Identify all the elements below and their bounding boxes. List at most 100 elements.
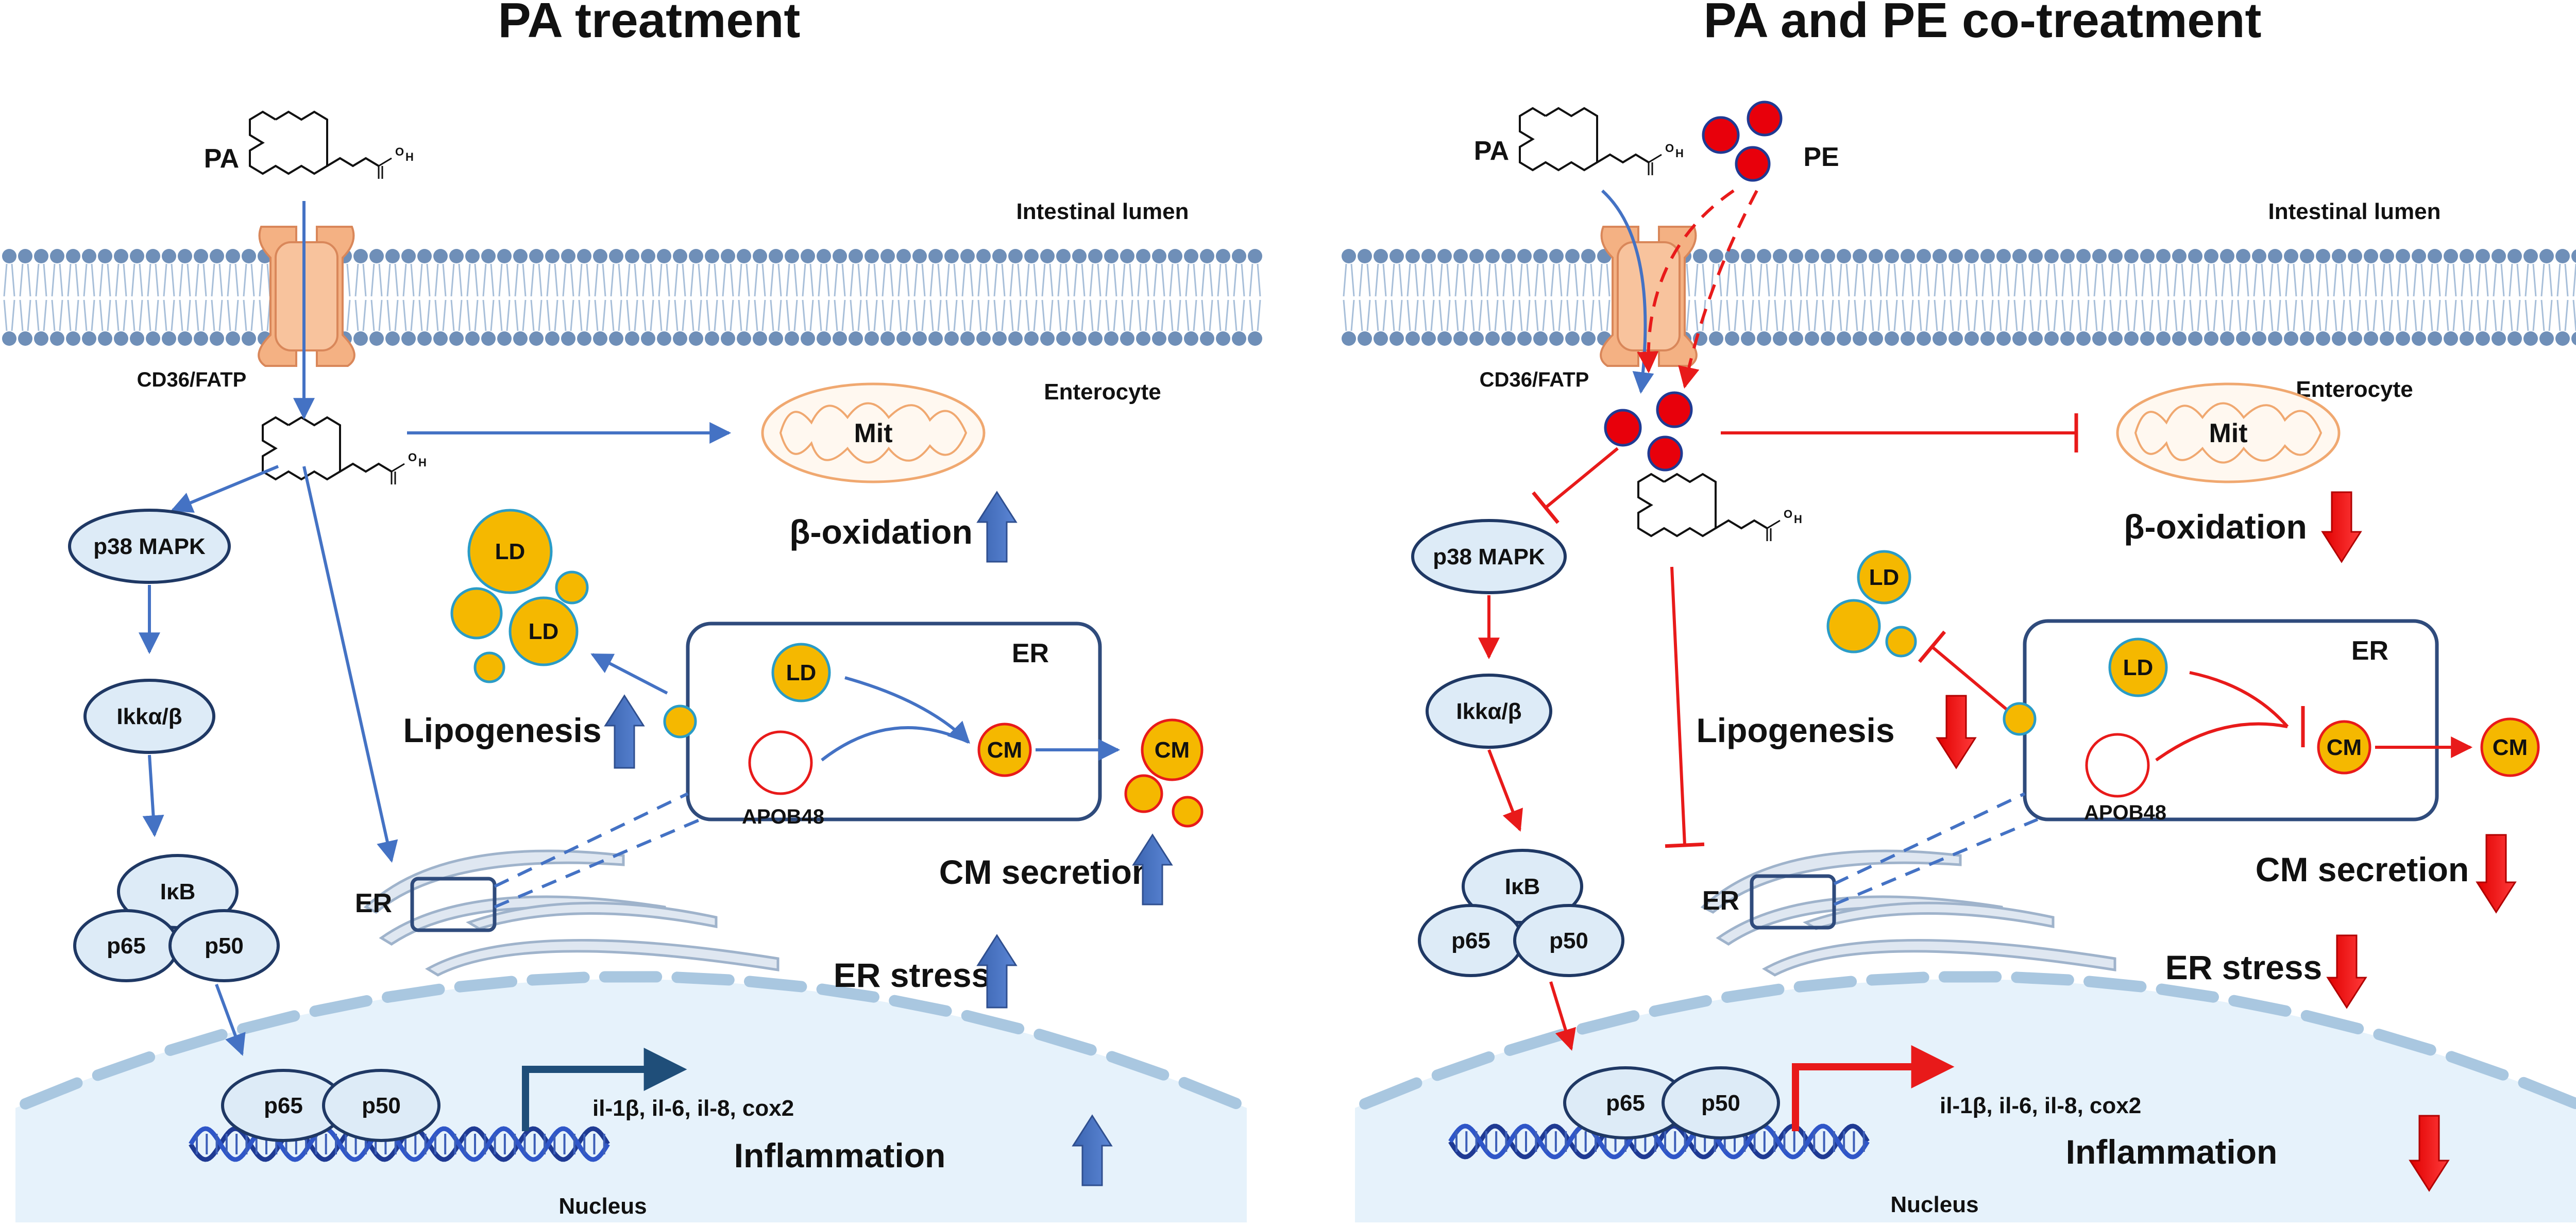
right-er-membrane-lipid [2004,703,2035,734]
lipid-head [593,331,607,346]
lipogenesis-arrow [592,655,667,693]
lipid-tail [116,264,126,331]
lipid-tail [675,264,685,331]
lipid-head [2523,249,2538,263]
lipid-tail [2318,264,2328,331]
lipid-tail [2078,264,2089,331]
lipid-tail [1791,264,1801,331]
lipid-head [785,249,799,263]
lipid-head [2348,331,2362,346]
lipid-tail [707,264,717,331]
lipid-head [1248,249,1262,263]
lipid-tail [2302,264,2312,331]
er-ld-label: LD [786,660,817,685]
lipid-head [1200,249,1214,263]
lipid-head [593,249,607,263]
lipid-tail [212,264,222,331]
lipid-head [1805,331,1819,346]
lipid-tail [1344,264,1354,331]
lipid-tail [148,264,158,331]
lipid-head [1517,249,1532,263]
lipid-tail [2030,264,2041,331]
lipid-head [1232,331,1246,346]
lipid-tail [1439,264,1450,331]
lipid-head [1885,331,1899,346]
lipid-head [1485,249,1500,263]
nucleus-label: Nucleus [558,1194,647,1219]
lipid-head [2316,331,2330,346]
lipid-head [2507,249,2522,263]
lipid-tail [2462,264,2472,331]
lipid-head [1757,331,1771,346]
hydroxyl-o: O [395,145,404,158]
lipid-head [1072,331,1087,346]
lipid-tail [1887,264,1897,331]
hydroxyl-o: O [1784,508,1792,521]
lipid-tail [371,264,382,331]
lipid-head [1342,331,1356,346]
lipid-head [1120,331,1134,346]
right-secreted-cm: CM [2482,719,2538,776]
ld-small-circle [556,572,587,603]
lipid-tail [435,264,446,331]
lipid-head [1232,249,1246,263]
lipid-head [2348,249,2362,263]
nuclear-envelope-segment [750,981,801,986]
lipid-tail [946,264,957,331]
lipid-tail [2573,264,2576,331]
lipid-head [1581,331,1596,346]
lipid-head [721,249,735,263]
lipid-head [817,331,831,346]
lipid-head [2444,331,2458,346]
lipid-head [1136,331,1150,346]
right-er-cm: CM [2318,721,2370,773]
lipid-head [2428,249,2442,263]
lipid-tail [547,264,557,331]
lipid-head [2108,249,2123,263]
lipid-tail [1138,264,1148,331]
lipid-head [18,331,32,346]
ikk-to-ikb-arrow [149,755,155,835]
lipid-head [880,331,895,346]
lipid-head [353,331,368,346]
lipid-head [194,331,208,346]
lipid-head [1996,249,2011,263]
right-p38-mapk-node: p38 MAPK [1413,521,1565,593]
right-nuclear-p50-node: p50 [1663,1068,1778,1138]
left-ikk-node: Ikkα/β [85,680,214,752]
inhibition-bar [1533,493,1558,523]
lipid-head [481,249,496,263]
lipid-head [529,331,544,346]
lipid-head [385,331,400,346]
lipid-tail [84,264,94,331]
lipid-head [1869,249,1883,263]
lipid-head [2028,249,2043,263]
lipid-tail [164,264,174,331]
lipid-head [2156,249,2171,263]
lipid-tail [2382,264,2392,331]
lipid-head [178,331,192,346]
lipid-tail [643,264,653,331]
right-p65-node: p65 [1419,905,1522,976]
lipid-tail [2238,264,2248,331]
lipid-head [561,331,575,346]
left-er-cm: CM [979,724,1030,776]
lipid-tail [1599,264,1609,331]
left-er-membrane-lipid [665,706,696,737]
lipid-head [2284,249,2298,263]
right-ikk-node: Ikkα/β [1427,675,1551,747]
beta-oxidation-label: β-oxidation [2124,508,2307,546]
hydroxyl-o: O [408,451,417,464]
lipid-head [2076,331,2091,346]
lipid-head [1040,331,1055,346]
lipid-tail [1967,264,1977,331]
cm-secretion-label: CM secretion [2256,850,2469,888]
p38-mapk-node-label: p38 MAPK [1433,544,1545,569]
lipid-tail [1392,264,1402,331]
lipid-tail [627,264,637,331]
er-stress-down-arrow [2328,935,2366,1008]
ld-medium-label: LD [529,619,559,644]
